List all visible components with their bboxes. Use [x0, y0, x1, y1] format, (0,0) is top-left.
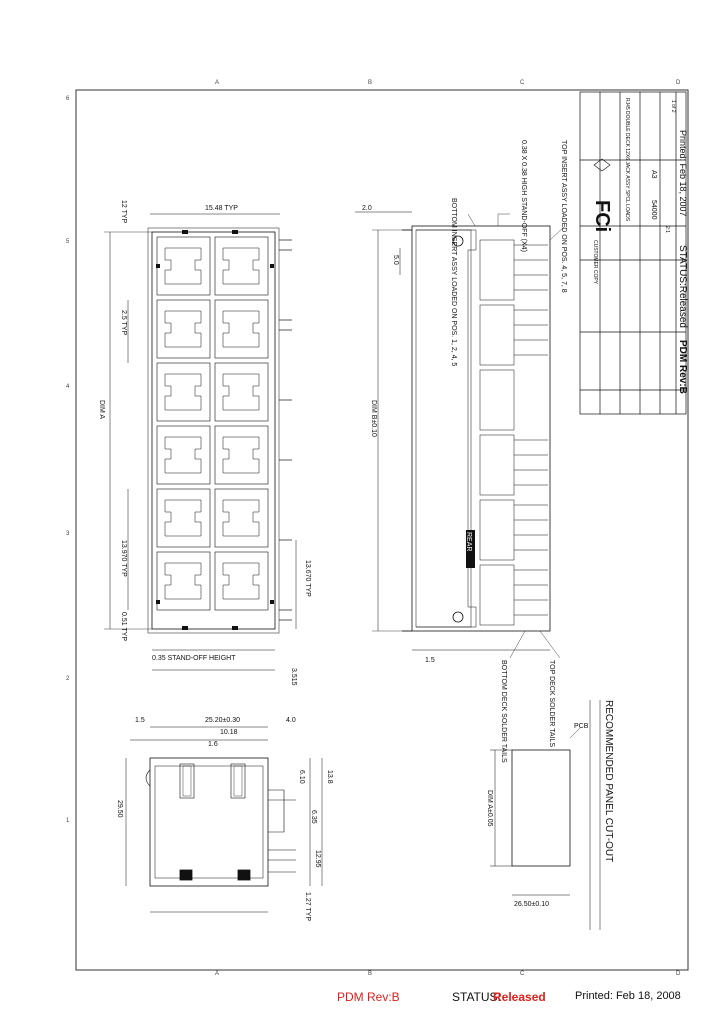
svg-text:C: C: [520, 971, 525, 977]
dim-25-20: 25.20±0.30: [205, 717, 240, 724]
title-printed: Printed: Feb 18, 2007: [678, 130, 688, 217]
dim-29-50: 29.50: [116, 800, 123, 818]
dim-6-35: 6.35: [310, 810, 317, 824]
dim-6-10: 6.10: [298, 770, 305, 784]
rear-legend: REAR: [465, 532, 472, 551]
svg-text:A: A: [215, 80, 219, 86]
front-view: [104, 213, 297, 671]
sheet-size: A3: [650, 170, 657, 179]
sheet-number: 1 of 2: [670, 100, 676, 113]
dim-13-8: 13.8: [326, 770, 333, 784]
svg-text:B: B: [368, 80, 372, 86]
dim-12-95: 12.95: [314, 850, 321, 868]
top-insert-label: TOP INSERT ASSY LOADED ON POS. 4, 5, 7, …: [560, 140, 567, 293]
dim-top: 15.48 TYP: [205, 205, 238, 212]
title-pdm-rev: PDM Rev:B: [677, 340, 688, 394]
dim-b-label: DIM B±0.10: [370, 400, 377, 437]
svg-text:1: 1: [66, 818, 70, 824]
dim-10-18: 10.18: [220, 729, 238, 736]
svg-text:3: 3: [66, 531, 70, 537]
svg-text:4: 4: [66, 384, 70, 390]
footer-printed: Printed: Feb 18, 2008: [575, 990, 681, 1002]
dim-26-50: 26.50±0.10: [514, 901, 549, 908]
svg-text:D: D: [676, 80, 681, 86]
title-status: STATUS:Released: [677, 245, 688, 328]
standoff-height: 0.35 STAND-OFF HEIGHT: [152, 655, 236, 662]
title-block: [579, 91, 687, 415]
fci-logo: FCi: [591, 200, 613, 232]
svg-text:D: D: [676, 971, 681, 977]
svg-text:6: 6: [66, 96, 70, 102]
pcb-label: PCB: [574, 723, 589, 730]
panel-title: RECOMMENDED PANEL CUT-OUT: [603, 700, 614, 862]
dim-5: 5.0: [392, 255, 399, 265]
dim-1-5: 1.5: [135, 717, 145, 724]
panel-cutout: [490, 700, 601, 930]
svg-text:5: 5: [66, 239, 70, 245]
svg-text:B: B: [368, 971, 372, 977]
dim-a-panel: DIM A±0.05: [486, 790, 493, 827]
svg-text:A: A: [215, 971, 219, 977]
svg-text:2: 2: [66, 676, 70, 682]
bottom-view: [125, 726, 323, 913]
dim-2-top: 2.0: [362, 205, 372, 212]
dim-13970: 13.970 TYP: [120, 540, 127, 577]
footer-pdm-rev: PDM Rev:B: [337, 990, 400, 1004]
dim-1-6: 1.6: [208, 741, 218, 748]
standoff-label: 0.38 X 0.38 HIGH STAND-OFF (X4): [520, 140, 527, 252]
dim-a-label: DIM A: [98, 400, 105, 419]
footer-status-label: STATUS:: [452, 990, 501, 1004]
top-deck-label: TOP DECK SOLDER TAILS: [548, 660, 555, 747]
svg-text:C: C: [520, 80, 525, 86]
zone-markers: 6 5 4 3 2 1 A B C D A B C D: [66, 80, 681, 977]
footer-status-value: Released: [493, 990, 546, 1004]
dim-1-27: 1.27 TYP: [304, 892, 311, 921]
dim-4-0: 4.0: [286, 717, 296, 724]
dim-0-51: 0.51 TYP: [120, 612, 127, 641]
dim-15-side: 1.5: [425, 657, 435, 664]
side-view: [355, 211, 566, 659]
drawing-title: RJ45 DOUBLE DECK 12X6 JACK ASSY SPCL LOA…: [624, 98, 630, 222]
bottom-insert-label: BOTTOM INSERT ASSY LOADED ON POS. 1, 2, …: [450, 198, 457, 366]
bottom-deck-label: BOTTOM DECK SOLDER TAILS: [500, 660, 507, 763]
dim-3-515: 3.515: [290, 668, 297, 686]
sheet-scale: 2:1: [664, 226, 670, 233]
customer-copy: CUSTOMER COPY: [592, 240, 598, 285]
part-number: 54000: [650, 200, 657, 220]
dim-13-670: 13.670 TYP: [304, 560, 311, 597]
dim-12-typ: 12 TYP: [120, 200, 127, 224]
dim-2-5-typ: 2.5 TYP: [120, 310, 127, 335]
